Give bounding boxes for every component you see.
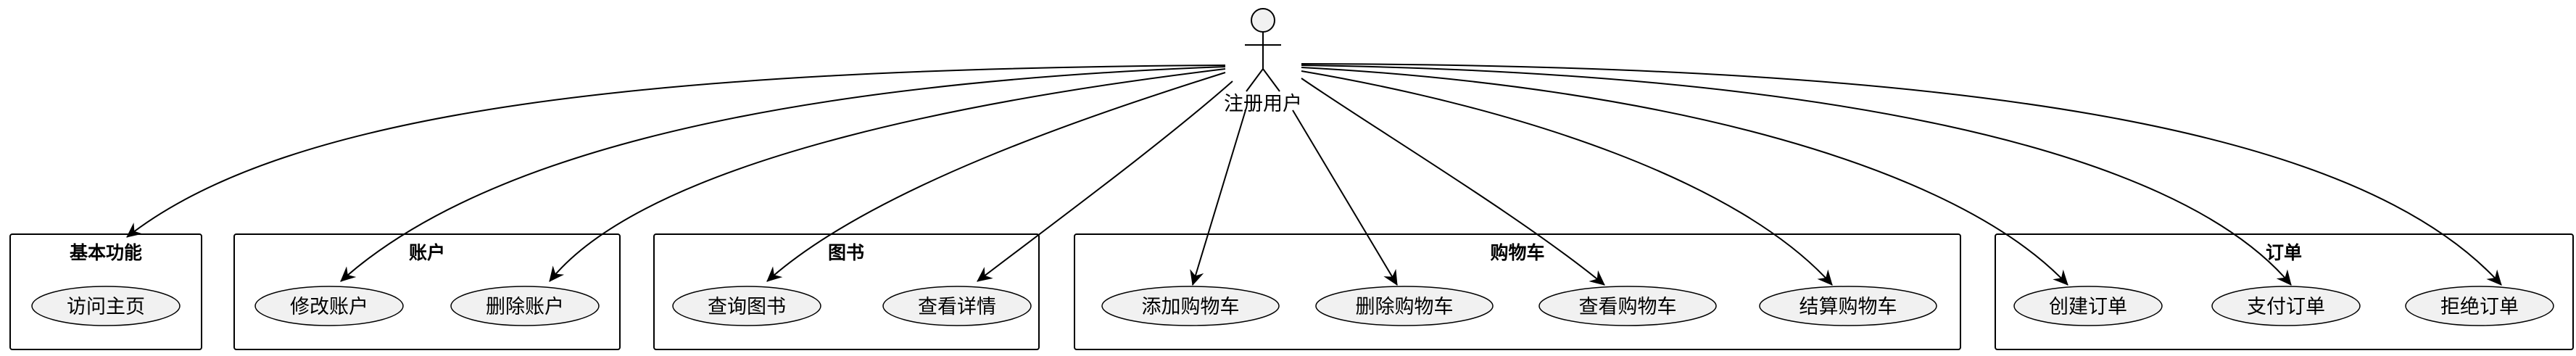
use-case-ellipse: [254, 286, 404, 326]
use-case-pay-order[interactable]: 支付订单: [2211, 286, 2361, 326]
use-case-create-order[interactable]: 创建订单: [2013, 286, 2163, 326]
associations: [126, 63, 2502, 286]
actor-label: 注册用户: [1224, 93, 1302, 115]
use-case-checkout-cart[interactable]: 结算购物车: [1759, 286, 1937, 326]
actor-left-leg: [1246, 68, 1264, 92]
association-arrow: [126, 65, 1226, 238]
use-case-ellipse: [2013, 286, 2163, 326]
package-frame: [9, 233, 202, 350]
package-title: 订单: [2266, 242, 2302, 263]
use-case-label: 查询图书: [708, 296, 786, 318]
use-case-ellipse: [1101, 286, 1280, 326]
use-case-ellipse: [1759, 286, 1937, 326]
use-case-label: 访问主页: [67, 296, 145, 318]
use-case-label: 创建订单: [2049, 296, 2127, 318]
use-case-label: 删除账户: [486, 296, 564, 318]
use-case-ellipse: [1315, 286, 1494, 326]
package-title: 图书: [828, 242, 864, 263]
use-case-label: 删除购物车: [1356, 296, 1454, 318]
use-case-label: 支付订单: [2247, 296, 2325, 318]
use-case-search-book[interactable]: 查询图书: [672, 286, 821, 326]
association-arrow: [1292, 109, 1398, 286]
use-case-ellipse: [2211, 286, 2361, 326]
package-cart: 购物车 添加购物车 删除购物车 查看购物车 结算购物车: [1074, 233, 1961, 350]
association-arrow: [1190, 109, 1246, 286]
association-arrow: [977, 80, 1233, 282]
use-case-delete-account[interactable]: 删除账户: [450, 286, 600, 326]
use-case-label: 添加购物车: [1142, 296, 1240, 318]
actor-right-leg: [1262, 68, 1280, 92]
actor-registered-user[interactable]: 注册用户: [1224, 8, 1302, 115]
use-case-ellipse: [1538, 286, 1717, 326]
association-arrow: [1301, 70, 1833, 286]
association-arrow: [549, 68, 1226, 282]
actor-head: [1251, 8, 1275, 33]
package-title: 账户: [409, 242, 445, 263]
package-order: 订单 创建订单 支付订单 拒绝订单: [1995, 233, 2574, 350]
use-case-ellipse: [672, 286, 821, 326]
package-frame: [1074, 233, 1961, 350]
package-account: 账户 修改账户 删除账户: [233, 233, 621, 350]
use-case-label: 查看详情: [918, 296, 996, 318]
use-case-modify-account[interactable]: 修改账户: [254, 286, 404, 326]
package-frame: [653, 233, 1040, 350]
use-case-label: 结算购物车: [1800, 296, 1897, 318]
use-case-ellipse: [450, 286, 600, 326]
association-arrow: [1301, 65, 2292, 286]
use-case-label: 拒绝订单: [2440, 296, 2519, 318]
package-frame: [233, 233, 621, 350]
association-arrow: [766, 72, 1226, 282]
use-case-ellipse: [31, 286, 181, 326]
use-case-add-to-cart[interactable]: 添加购物车: [1101, 286, 1280, 326]
association-arrow: [1301, 67, 2068, 286]
package-frame: [1995, 233, 2574, 350]
use-case-view-cart[interactable]: 查看购物车: [1538, 286, 1717, 326]
use-case-label: 修改账户: [290, 296, 368, 318]
package-title: 基本功能: [70, 242, 142, 263]
use-case-ellipse: [2405, 286, 2554, 326]
association-arrow: [1301, 78, 1605, 286]
package-basic: 基本功能 访问主页: [9, 233, 202, 350]
use-case-label: 查看购物车: [1579, 296, 1677, 318]
package-book: 图书 查询图书 查看详情: [653, 233, 1040, 350]
use-case-view-details[interactable]: 查看详情: [882, 286, 1032, 326]
use-case-visit-home[interactable]: 访问主页: [31, 286, 181, 326]
use-case-ellipse: [882, 286, 1032, 326]
package-title: 购物车: [1490, 242, 1544, 263]
use-case-delete-cart[interactable]: 删除购物车: [1315, 286, 1494, 326]
association-arrow: [1301, 63, 2502, 286]
use-case-reject-order[interactable]: 拒绝订单: [2405, 286, 2554, 326]
association-arrow: [340, 66, 1226, 282]
